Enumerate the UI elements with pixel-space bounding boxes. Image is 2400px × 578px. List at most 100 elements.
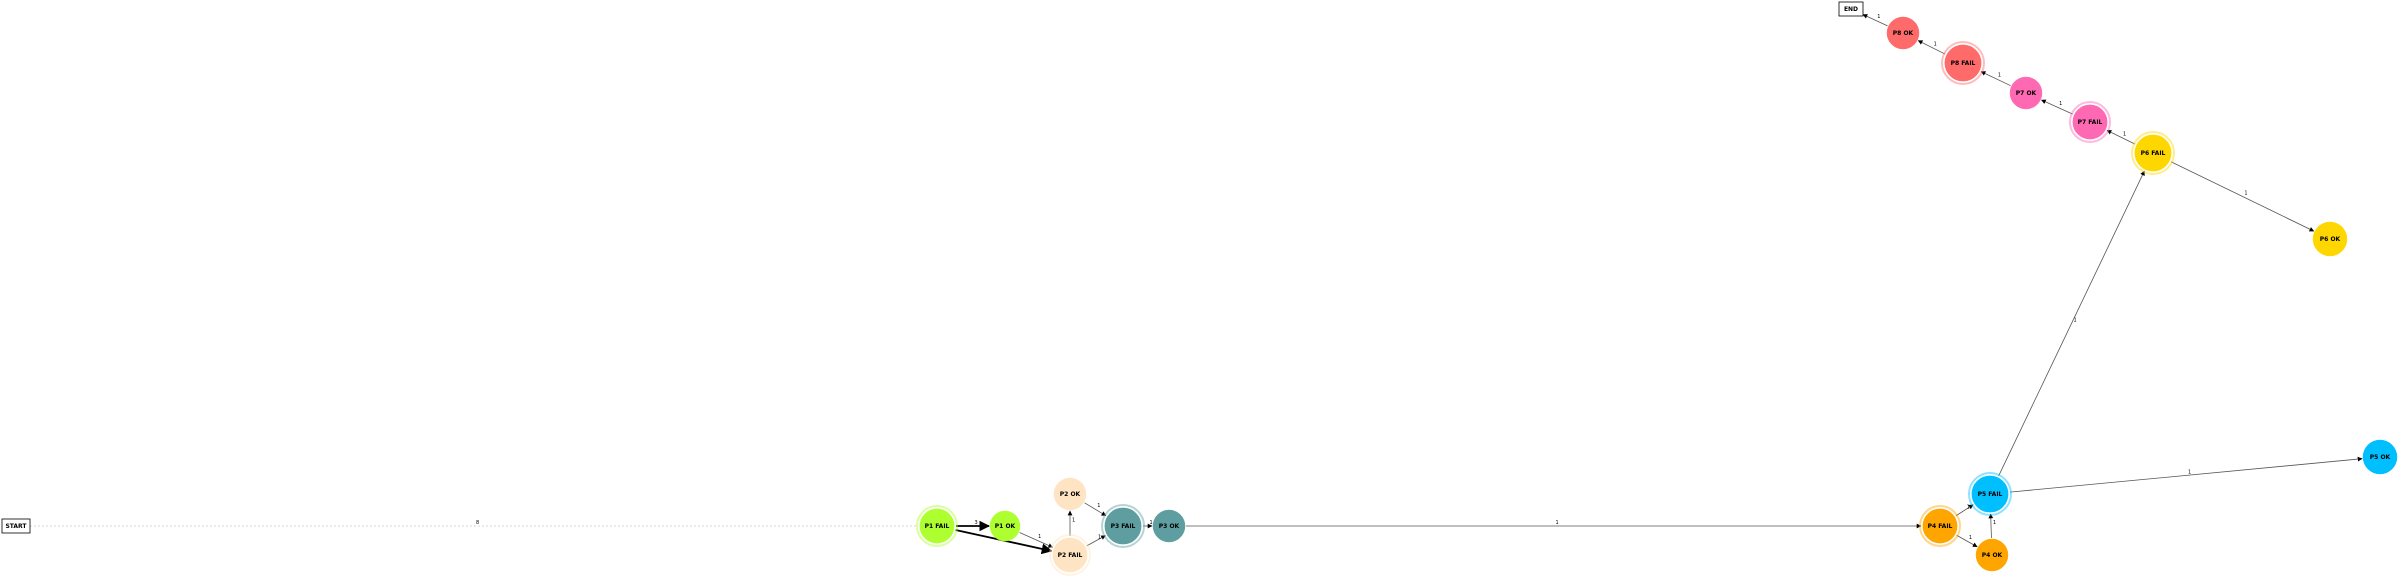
start-label: START bbox=[5, 523, 27, 530]
node-halo bbox=[1919, 505, 1961, 547]
edge-line bbox=[2041, 99, 2073, 115]
node-p3fail[interactable]: P3 FAIL bbox=[1101, 504, 1145, 548]
edge-label: 1 bbox=[1877, 14, 1880, 20]
edge-p7ok-to-p8fail: 1 bbox=[1980, 71, 2011, 87]
edge-label: 1 bbox=[1934, 41, 1937, 47]
node-label: P5 FAIL bbox=[1978, 491, 2003, 498]
node-label: P6 OK bbox=[2320, 236, 2341, 243]
edge-p7fail-to-p7ok: 1 bbox=[2041, 99, 2073, 115]
node-p4ok[interactable]: P4 OK bbox=[1975, 538, 2009, 572]
edge-p3ok-to-p4fail: 1 bbox=[1186, 520, 1922, 529]
node-circle bbox=[1921, 507, 1959, 545]
node-circle bbox=[989, 510, 1021, 542]
node-label: P4 FAIL bbox=[1928, 523, 1953, 530]
edge-p3fail-to-p3ok: 1 bbox=[1143, 520, 1153, 529]
node-p3ok[interactable]: P3 OK bbox=[1152, 509, 1186, 543]
edge-label: 1 bbox=[1097, 503, 1100, 509]
edge-label: 1 bbox=[2123, 131, 2126, 137]
node-circle bbox=[1051, 536, 1089, 574]
node-circle bbox=[1152, 509, 1186, 543]
node-label: P7 OK bbox=[2016, 90, 2037, 97]
edge-label: 1 bbox=[2244, 190, 2247, 196]
node-label: P5 OK bbox=[2370, 454, 2391, 461]
node-halo bbox=[1941, 41, 1985, 85]
edge-line bbox=[2009, 456, 2363, 493]
node-p5fail[interactable]: P5 FAIL bbox=[1968, 472, 2012, 516]
node-circle bbox=[2312, 221, 2348, 257]
node-label: P8 FAIL bbox=[1951, 60, 1976, 67]
edge-p8fail-to-p8ok: 1 bbox=[1917, 40, 1946, 55]
edge-p8ok-to-end: 1 bbox=[1862, 14, 1888, 27]
edge-label: 1 bbox=[1967, 504, 1970, 510]
node-circle bbox=[1053, 477, 1087, 511]
node-label: P4 OK bbox=[1982, 552, 2003, 559]
edge-line bbox=[1998, 170, 2145, 477]
node-circle bbox=[1943, 43, 1983, 83]
node-p2fail[interactable]: P2 FAIL bbox=[1049, 534, 1091, 576]
edge-line bbox=[1084, 502, 1107, 517]
edge-line bbox=[1086, 535, 1106, 547]
node-p5ok[interactable]: P5 OK bbox=[2362, 439, 2398, 475]
edge-label: 1 bbox=[1072, 518, 1075, 524]
node-label: P7 FAIL bbox=[2078, 119, 2103, 126]
edge-p4fail-to-p5fail: 1 bbox=[1955, 504, 1974, 517]
node-halo bbox=[916, 505, 958, 547]
edge-p2fail-to-p2ok: 1 bbox=[1067, 510, 1075, 536]
edge-line bbox=[1956, 534, 1978, 548]
node-label: P6 FAIL bbox=[2141, 150, 2166, 157]
edge-p1fail-to-p1ok: 3 bbox=[956, 520, 991, 532]
edge-label: 1 bbox=[1038, 534, 1041, 540]
edge-line bbox=[1862, 14, 1888, 27]
edge-p1ok-to-p2fail: 1 bbox=[1019, 532, 1054, 548]
node-circle bbox=[2071, 103, 2109, 141]
edge-p4fail-to-p4ok: 1 bbox=[1956, 534, 1978, 548]
node-circle bbox=[1103, 506, 1143, 546]
node-circle bbox=[1886, 16, 1920, 50]
node-halo bbox=[1049, 534, 1091, 576]
edge-p2ok-to-p3fail: 1 bbox=[1084, 502, 1107, 517]
edge-line bbox=[2106, 130, 2136, 145]
node-circle bbox=[2133, 133, 2173, 173]
edge-line bbox=[1988, 513, 1994, 539]
node-p8fail[interactable]: P8 FAIL bbox=[1941, 41, 1985, 85]
node-label: P2 OK bbox=[1060, 491, 1081, 498]
edges-layer: 83511111111111111111 bbox=[30, 14, 2363, 555]
edge-line bbox=[1917, 40, 1946, 55]
node-label: P1 FAIL bbox=[925, 523, 950, 530]
node-label: P8 OK bbox=[1893, 30, 1914, 37]
edge-label: 1 bbox=[1150, 520, 1153, 526]
edge-p4ok-to-p5fail: 1 bbox=[1988, 513, 1996, 539]
node-p6ok[interactable]: P6 OK bbox=[2312, 221, 2348, 257]
node-circle bbox=[1970, 474, 2010, 514]
node-p2ok[interactable]: P2 OK bbox=[1053, 477, 1087, 511]
node-p6fail[interactable]: P6 FAIL bbox=[2131, 131, 2175, 175]
start-box: START bbox=[1, 518, 31, 534]
node-circle bbox=[2362, 439, 2398, 475]
node-halo bbox=[2069, 101, 2111, 143]
node-p1ok[interactable]: P1 OK bbox=[989, 510, 1021, 542]
node-halo bbox=[2131, 131, 2175, 175]
edge-label: 1 bbox=[2074, 318, 2077, 324]
edge-line bbox=[2170, 161, 2315, 232]
node-label: P3 OK bbox=[1159, 523, 1180, 530]
edge-line bbox=[1980, 71, 2011, 87]
node-label: P1 OK bbox=[995, 523, 1016, 530]
edge-line bbox=[1019, 532, 1054, 548]
edge-label: 1 bbox=[2188, 469, 2191, 475]
node-circle bbox=[2009, 76, 2043, 110]
node-p1fail[interactable]: P1 FAIL bbox=[916, 505, 958, 547]
node-p7ok[interactable]: P7 OK bbox=[2009, 76, 2043, 110]
node-p8ok[interactable]: P8 OK bbox=[1886, 16, 1920, 50]
edge-label: 8 bbox=[476, 520, 479, 526]
edge-p2fail-to-p3fail: 1 bbox=[1086, 535, 1106, 547]
edge-line bbox=[1955, 504, 1974, 517]
node-p7fail[interactable]: P7 FAIL bbox=[2069, 101, 2111, 143]
edge-label: 1 bbox=[1969, 535, 1972, 541]
edge-label: 1 bbox=[1993, 520, 1996, 526]
node-p4fail[interactable]: P4 FAIL bbox=[1919, 505, 1961, 547]
edge-p6fail-to-p7fail: 1 bbox=[2106, 130, 2136, 145]
edge-label: 1 bbox=[1998, 73, 2001, 79]
edge-label: 1 bbox=[1098, 535, 1101, 541]
node-halo bbox=[1968, 472, 2012, 516]
